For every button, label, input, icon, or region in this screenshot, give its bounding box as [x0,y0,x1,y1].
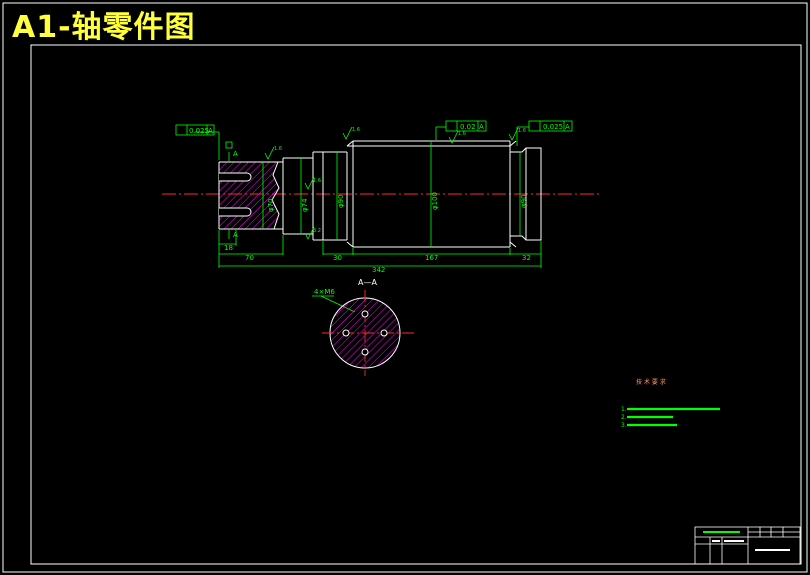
keyway-lower [219,207,252,217]
dia-74: φ74 [301,198,309,212]
dim-70: 70 [245,254,254,262]
shaft-view [218,140,542,248]
gdt-2-tol: 0.02 [460,123,476,131]
roughness-2: 1.6 [352,127,360,133]
hole-right [380,329,388,337]
shaft-neck [282,152,314,240]
section-label: A—A [358,278,377,287]
tech-req-item-2: 2. [621,414,627,421]
gdt-3-tol: 0.025 [543,123,563,131]
hole-top [361,310,369,318]
tech-req-item-3: 3. [621,422,627,429]
dim-18: 18 [224,244,233,252]
dim-167: 167 [425,254,438,262]
roughness-5: 1.6 [313,178,321,184]
hole-left [342,329,350,337]
roughness-3: 1.6 [458,131,466,137]
tech-req-heading: 技 术 要 求 [636,378,666,386]
roughness-1: 1.6 [274,146,282,152]
dimension-layer [175,120,573,313]
dimension-text-layer: 0.025 A 0.02 A 0.025 A A A 18 70 30 167 … [189,123,570,296]
dim-342: 342 [372,266,385,274]
shaft-journal-left [313,151,348,241]
shaft-body [346,140,517,248]
section-mark-top: A [233,150,238,158]
gdt-3-datum: A [565,123,570,131]
tech-req-item-1: 1. [621,406,627,413]
tapped-holes [342,310,388,356]
sheet-title: A1-轴零件图 [12,10,196,45]
dim-30: 30 [333,254,342,262]
roughness-4: 1.6 [518,128,526,134]
section-mark-bottom: A [233,231,238,239]
dia-90-left: φ90 [337,194,345,208]
dia-70: φ70 [267,198,275,212]
dia-90-right: φ90 [520,194,528,208]
hole-callout: 4×M6 [314,288,335,296]
section-view: A—A [322,278,414,376]
dia-100: φ100 [431,192,439,210]
gdt-1-datum: A [208,127,213,135]
break-line [271,161,280,230]
gdt-1-tol: 0.025 [189,127,209,135]
sheet-inner-border [30,44,802,565]
title-block [694,526,801,565]
shaft-left-section-hatch [219,162,279,229]
hole-bottom [361,348,369,356]
roughness-6: 3.2 [313,228,321,234]
gdt-2-datum: A [479,123,484,131]
keyway-upper [219,172,252,182]
dim-32: 32 [522,254,531,262]
shaft-journal-right [510,147,542,241]
technical-requirements: 技 术 要 求 1. 2. 3. [621,378,720,429]
